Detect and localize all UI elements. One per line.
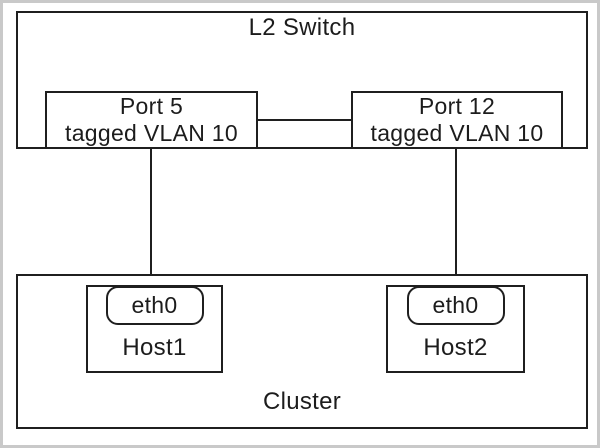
- port12-vlan-label: tagged VLAN 10: [370, 120, 544, 146]
- cluster-title: Cluster: [262, 388, 342, 415]
- port5-vlan-label: tagged VLAN 10: [65, 120, 238, 146]
- port12-to-host2-link-line: [455, 149, 457, 287]
- host2-name-label: Host2: [423, 334, 488, 361]
- port5-to-host1-link-line: [150, 149, 152, 287]
- port5-name-label: Port 5: [119, 93, 184, 119]
- host2-eth0-interface-box: eth0: [406, 286, 505, 325]
- host1-box: eth0 Host1: [86, 285, 223, 373]
- inter-port-link-line: [258, 119, 351, 121]
- host2-box: eth0 Host2: [386, 285, 525, 373]
- port12-box: Port 12 tagged VLAN 10: [351, 91, 563, 149]
- host1-name-label: Host1: [122, 334, 187, 361]
- l2-switch-title: L2 Switch: [248, 14, 356, 41]
- port12-name-label: Port 12: [418, 93, 496, 119]
- port5-box: Port 5 tagged VLAN 10: [45, 91, 258, 149]
- host1-eth0-interface-box: eth0: [105, 286, 204, 325]
